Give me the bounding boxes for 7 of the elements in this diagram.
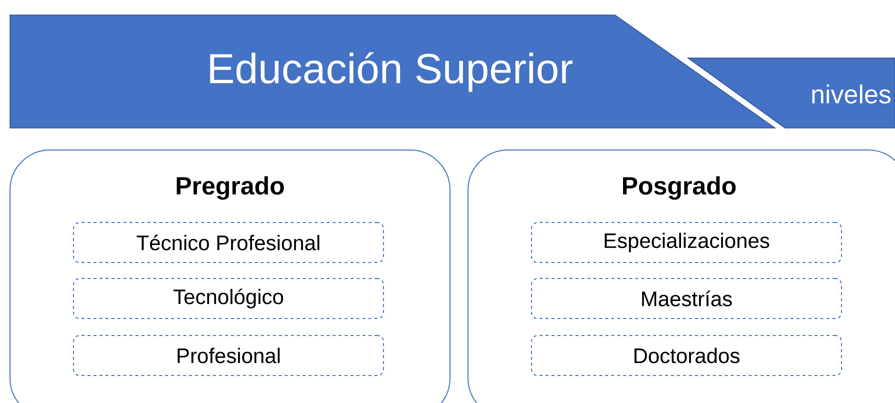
item-box: Maestrías bbox=[531, 278, 842, 319]
item-box: Profesional bbox=[73, 335, 384, 376]
item-box: Tecnológico bbox=[73, 278, 384, 319]
item-box: Técnico Profesional bbox=[73, 222, 384, 263]
item-box: Doctorados bbox=[531, 335, 842, 376]
node-label: niveles bbox=[812, 84, 891, 104]
item-box: Especializaciones bbox=[531, 222, 842, 263]
